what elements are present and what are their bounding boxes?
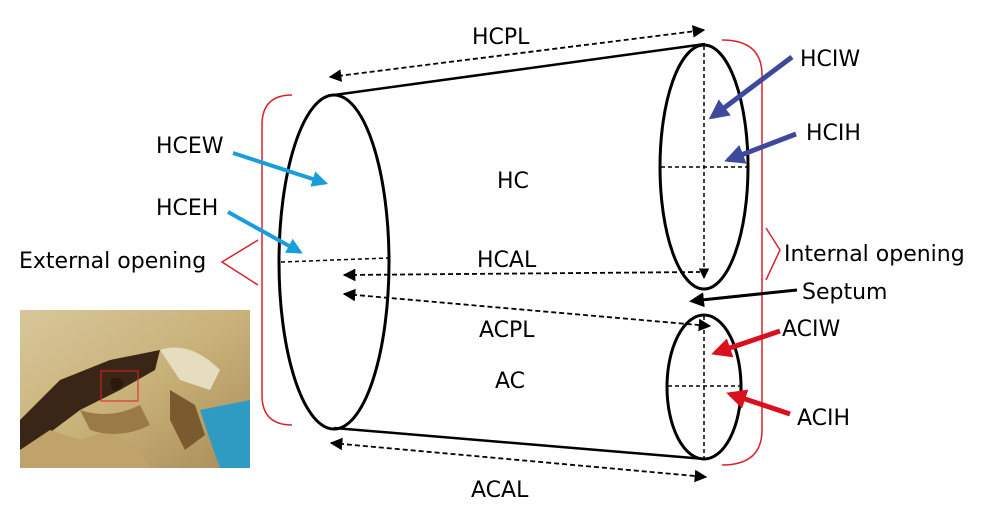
label-acal: ACAL	[471, 478, 529, 503]
septum-arrow	[689, 288, 798, 308]
canal-bottom-edge	[333, 426, 706, 461]
acal-dashed-line	[329, 437, 708, 483]
label-acih: ACIH	[797, 406, 850, 431]
specimen-photo	[20, 310, 250, 468]
hcew-arrow	[232, 151, 329, 187]
hciw-arrow	[708, 55, 794, 120]
label-hciw: HCIW	[800, 47, 860, 72]
aciw-arrow	[711, 328, 781, 358]
internal-opening-bracket	[721, 39, 763, 466]
label-acpl: ACPL	[479, 318, 535, 343]
acpl-dashed-line	[342, 288, 712, 332]
label-ac: AC	[495, 369, 525, 394]
label-hcew: HCEW	[156, 134, 224, 159]
skull-specimen-icon	[20, 310, 250, 468]
hcih-arrow	[724, 131, 797, 164]
acih-arrow	[726, 389, 791, 417]
label-septum: Septum	[802, 280, 887, 305]
external-opening-bracket	[261, 94, 293, 426]
label-internal-opening: Internal opening	[784, 242, 965, 267]
label-hc: HC	[497, 169, 529, 194]
hceh-arrow	[227, 210, 303, 254]
label-hcih: HCIH	[806, 121, 861, 146]
label-hcpl: HCPL	[472, 25, 530, 50]
hceh-dashed-line	[280, 257, 390, 263]
label-aciw: ACIW	[782, 317, 841, 342]
label-external-opening: External opening	[19, 249, 206, 274]
label-hceh: HCEH	[156, 196, 218, 221]
internal-opening-pointer	[765, 227, 781, 281]
external-opening-pointer	[220, 239, 259, 286]
hcal-dashed-line	[342, 268, 701, 282]
label-hcal: HCAL	[477, 248, 537, 273]
hcpl-dashed-line	[328, 25, 706, 82]
external-opening-ellipse	[277, 93, 391, 431]
